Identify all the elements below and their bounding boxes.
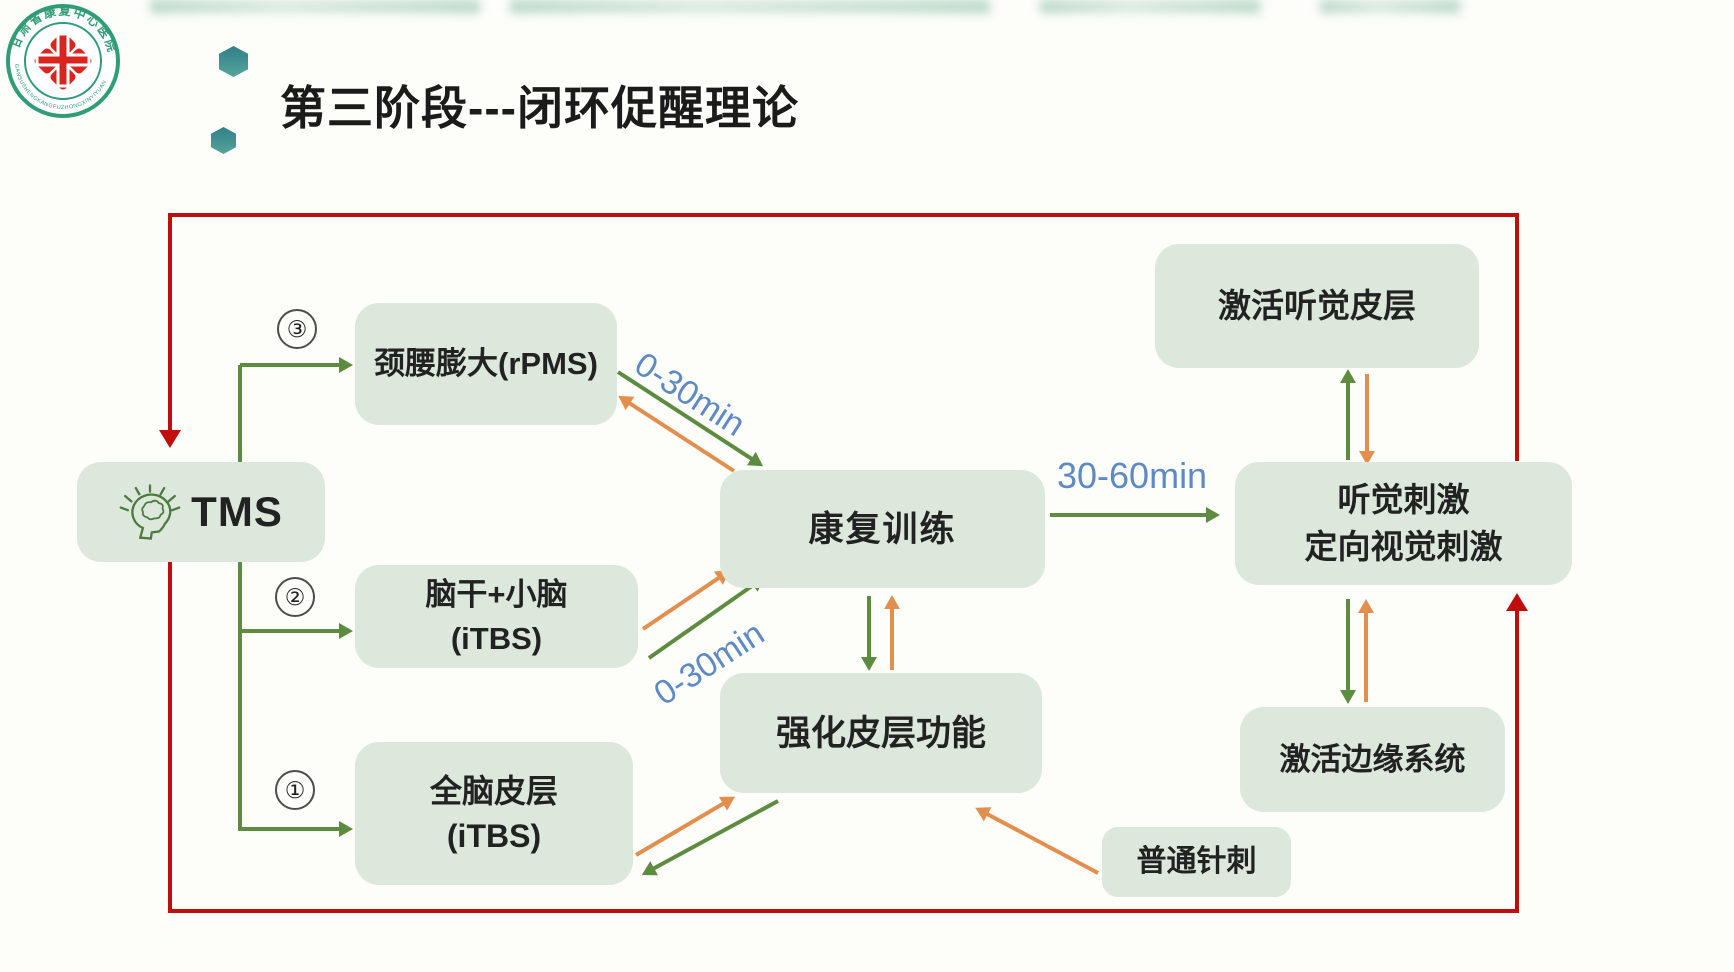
red-loop-left-upper	[168, 213, 172, 432]
top-edge-artifact	[150, 0, 480, 13]
box-auditory-visual-stimulation: 听觉刺激 定向视觉刺激	[1235, 462, 1572, 585]
box-brainstem-cerebellum: 脑干+小脑 (iTBS)	[355, 565, 638, 668]
step-3-label: ③	[286, 315, 308, 342]
step-circle-2: ②	[275, 577, 315, 617]
box-ordinary-acupuncture: 普通针刺	[1102, 827, 1291, 897]
red-loop-right-upper	[1515, 213, 1519, 461]
hexagon-bullet-small	[211, 127, 236, 154]
box-strengthen-cortex: 强化皮层功能	[720, 673, 1042, 793]
red-loop-bottom	[168, 909, 1519, 913]
step-circle-1: ①	[275, 770, 315, 810]
arrow-rehab-to-cortex	[867, 596, 871, 658]
red-arrowhead-into-auditory-stim	[1506, 593, 1528, 611]
hospital-logo: 甘肃省康复中心医院 GANSUSHENGKANGFUZHONGXINYIYUAN	[4, 2, 122, 125]
arrow-tms-to-cervical	[240, 363, 340, 367]
top-edge-artifact	[1040, 0, 1260, 13]
time-label-upper: 0-30min	[627, 345, 752, 444]
box-whole-brain-cortex: 全脑皮层 (iTBS)	[355, 742, 633, 885]
red-loop-right-lower	[1515, 611, 1519, 911]
arrow-auditory-stim-to-auditory-cortex	[1346, 382, 1350, 460]
red-arrowhead-into-tms	[159, 430, 181, 448]
arrow-rehab-to-auditory-stim	[1050, 513, 1207, 517]
box-activate-limbic-system: 激活边缘系统	[1240, 707, 1505, 812]
box-rehab-training: 康复训练	[720, 470, 1045, 588]
tms-brain-icon	[119, 483, 181, 541]
arrow-auditory-cortex-to-auditory-stim	[1365, 374, 1369, 452]
step-1-label: ①	[284, 776, 306, 803]
box-tms: TMS	[77, 462, 325, 562]
arrow-acupuncture-to-cortex	[985, 812, 1099, 875]
logo-cross-emblem	[34, 32, 92, 90]
arrow-brainstem-to-rehab-orange	[641, 575, 721, 631]
box-wholebrain-line1: 全脑皮层	[429, 772, 558, 809]
step-2-label: ②	[284, 583, 306, 610]
time-label-right: 30-60min	[1057, 455, 1208, 496]
box-cervical-lumbar: 颈腰膨大(rPMS)	[355, 303, 617, 425]
box-auditory-stim-line2: 定向视觉刺激	[1304, 527, 1503, 565]
tms-branch-trunk-up	[238, 365, 242, 462]
arrow-wholebrain-to-cortex	[634, 801, 725, 857]
arrow-tms-to-brainstem	[240, 629, 340, 633]
box-auditory-stim-line1: 听觉刺激	[1337, 481, 1470, 519]
box-brainstem-line1: 脑干+小脑	[425, 577, 568, 613]
box-cervical-lumbar-label: 颈腰膨大(rPMS)	[374, 346, 598, 382]
arrow-auditory-stim-to-limbic	[1346, 599, 1350, 691]
page-title: 第三阶段---闭环促醒理论	[280, 82, 799, 134]
hexagon-bullet-large	[219, 46, 248, 77]
step-circle-3: ③	[277, 309, 317, 349]
box-tms-label: TMS	[191, 487, 283, 535]
top-edge-artifact	[1320, 0, 1460, 13]
box-acupuncture-label: 普通针刺	[1136, 845, 1257, 878]
box-wholebrain-line2: (iTBS)	[446, 817, 542, 854]
top-edge-artifact	[510, 0, 990, 13]
red-loop-top	[168, 213, 1519, 217]
box-limbic-label: 激活边缘系统	[1279, 741, 1466, 777]
tms-branch-trunk-down	[238, 562, 242, 831]
red-loop-left-lower	[168, 562, 172, 913]
box-activate-auditory-cortex: 激活听觉皮层	[1155, 244, 1479, 368]
box-brainstem-line2: (iTBS)	[450, 620, 543, 656]
arrow-limbic-to-auditory-stim	[1364, 612, 1368, 702]
arrow-cortex-to-rehab	[890, 608, 894, 670]
box-rehab-label: 康复训练	[808, 509, 957, 549]
arrow-tms-to-wholebrain	[240, 827, 340, 831]
box-cortex-label: 强化皮层功能	[775, 713, 986, 753]
box-auditory-cortex-label: 激活听觉皮层	[1218, 286, 1416, 324]
